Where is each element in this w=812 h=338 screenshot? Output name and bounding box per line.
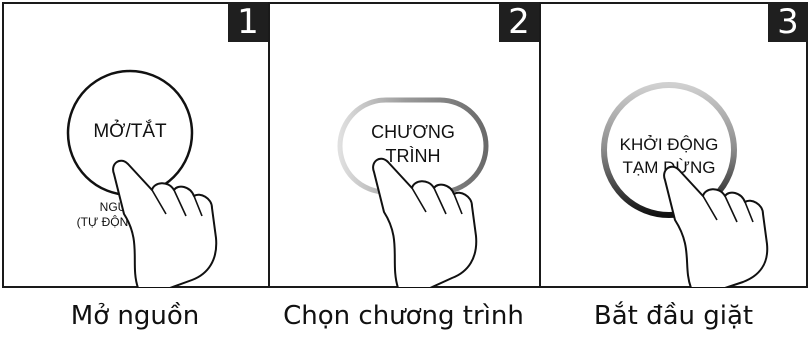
step-caption-2: Chọn chương trình [268, 296, 539, 336]
pointing-hand-icon [268, 2, 539, 288]
step-panel-3: 3 KHỞI ĐỘNG TẠM DỪNG [539, 2, 808, 288]
step-caption-3: Bắt đầu giặt [539, 296, 808, 336]
pointing-hand-icon [539, 2, 808, 288]
step-caption-1: Mở nguồn [2, 296, 268, 336]
step-panel-1: 1 MỞ/TẮT NGUỒN (TỰ ĐỘNG TẮT) [2, 2, 268, 288]
step-panel-2: 2 CHƯƠNG TRÌNH [268, 2, 539, 288]
pointing-hand-icon [2, 2, 268, 288]
